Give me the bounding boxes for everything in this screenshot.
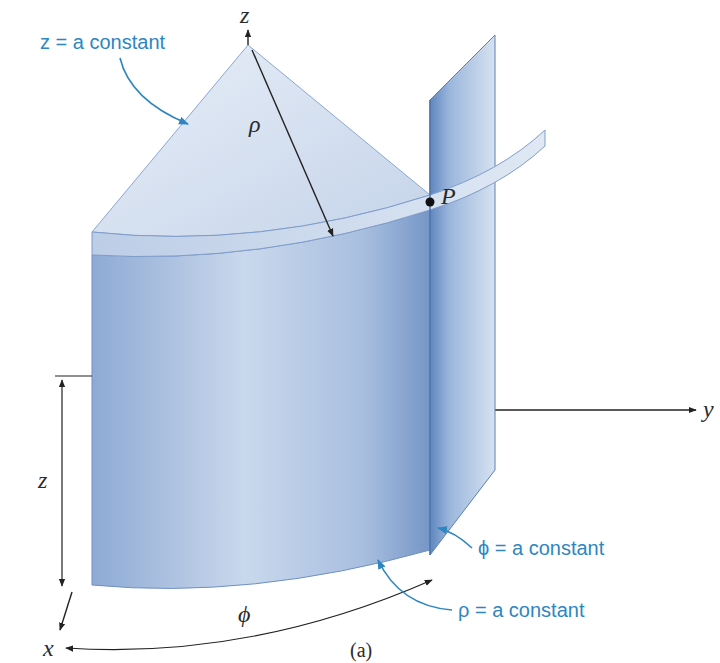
z-plane-band <box>92 130 545 257</box>
figure-caption-label: (a) <box>350 640 372 660</box>
top-sector <box>92 45 430 236</box>
axis-label: x <box>43 636 54 660</box>
phi-dimension-arc <box>66 580 432 650</box>
axis-label: z <box>240 3 249 27</box>
rho-surface <box>92 210 430 588</box>
callout-label: z = a constant <box>40 32 165 52</box>
point-label: P <box>441 184 456 208</box>
z-axis <box>247 30 248 45</box>
z-dimension-line <box>61 380 62 586</box>
rho-arrow <box>252 50 333 236</box>
y-axis <box>495 409 696 410</box>
phi-plane-edge <box>429 100 431 555</box>
radius-label: ρ <box>249 112 261 136</box>
callout-leader <box>438 528 472 548</box>
x-axis <box>60 592 72 630</box>
dimension-tick <box>55 376 92 377</box>
dimension-label: z <box>38 468 47 492</box>
callout-label: ϕ = a constant <box>478 538 604 558</box>
point-p <box>426 198 435 207</box>
callout-leader <box>120 58 188 124</box>
phi-plane <box>430 35 495 555</box>
axis-label: y <box>703 397 714 421</box>
callout-leader <box>378 560 452 610</box>
callout-label: ρ = a constant <box>458 600 584 620</box>
angle-label: ϕ <box>238 602 250 626</box>
